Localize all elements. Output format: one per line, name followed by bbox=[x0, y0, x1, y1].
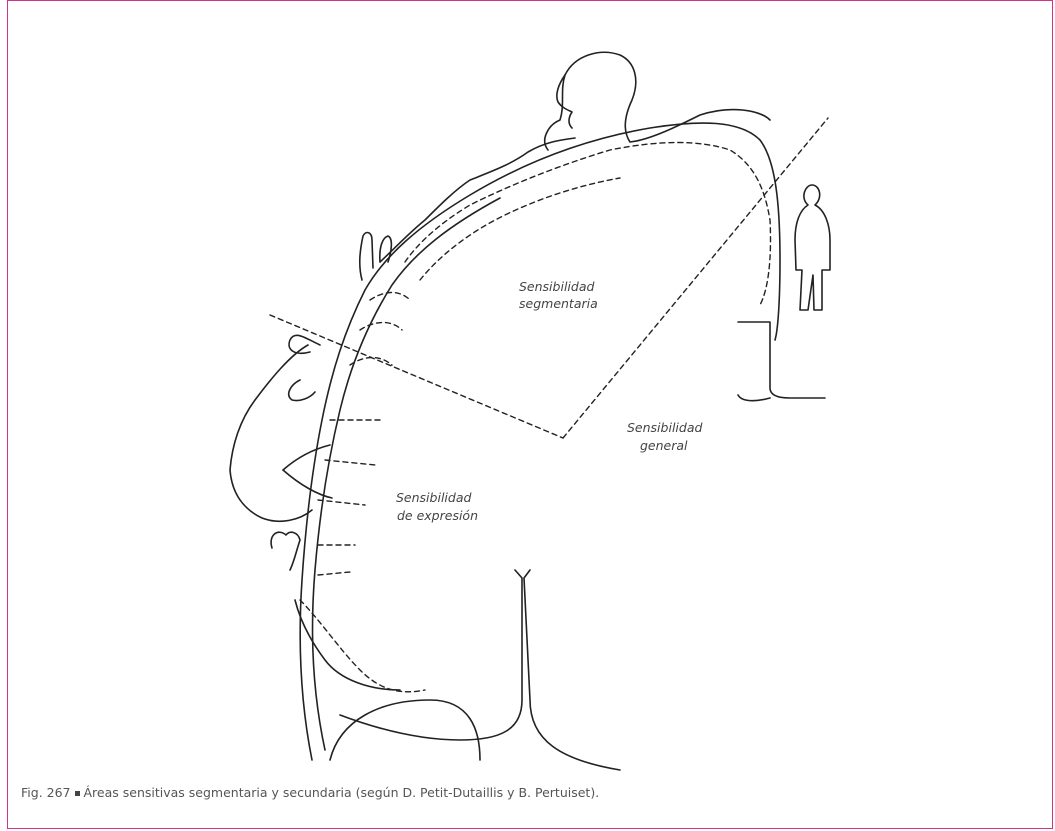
jaw-contour bbox=[295, 600, 400, 690]
label-general-line1: Sensibilidad bbox=[627, 420, 702, 435]
spinal-cord-right bbox=[524, 570, 620, 770]
label-expresion-line1: Sensibilidad bbox=[396, 490, 471, 505]
lower-hand bbox=[271, 532, 300, 570]
label-expresion-line2: de expresión bbox=[397, 508, 478, 523]
brain-outline-inner bbox=[312, 198, 500, 750]
caption-text: Áreas sensitivas segmentaria y secundari… bbox=[84, 785, 600, 800]
boundary-line-left bbox=[270, 315, 563, 438]
lip-upper bbox=[283, 445, 330, 470]
caption-bullet-icon bbox=[75, 791, 80, 796]
cheek-contour bbox=[289, 380, 315, 401]
lower-dashed-contour bbox=[300, 600, 425, 692]
expression-dashes-2 bbox=[325, 460, 375, 465]
figure-caption: Fig. 267 Áreas sensitivas segmentaria y s… bbox=[21, 785, 1021, 800]
brain-outline bbox=[300, 123, 780, 760]
caption-number: Fig. 267 bbox=[21, 785, 71, 800]
body-figure-icon bbox=[795, 185, 830, 310]
label-general-line2: general bbox=[640, 438, 688, 453]
expression-dashes-3 bbox=[318, 500, 365, 505]
head-outline bbox=[545, 52, 770, 150]
face-contour bbox=[230, 345, 312, 521]
label-segmentaria-line1: Sensibilidad bbox=[519, 279, 594, 294]
boundary-line-right bbox=[563, 118, 828, 438]
base-arc bbox=[330, 700, 480, 760]
label-segmentaria-line2: segmentaria bbox=[519, 296, 598, 311]
pedestal-foot bbox=[738, 395, 770, 401]
nose-contour bbox=[289, 335, 320, 353]
expression-dashes-5 bbox=[318, 572, 350, 575]
pedestal bbox=[738, 322, 825, 398]
